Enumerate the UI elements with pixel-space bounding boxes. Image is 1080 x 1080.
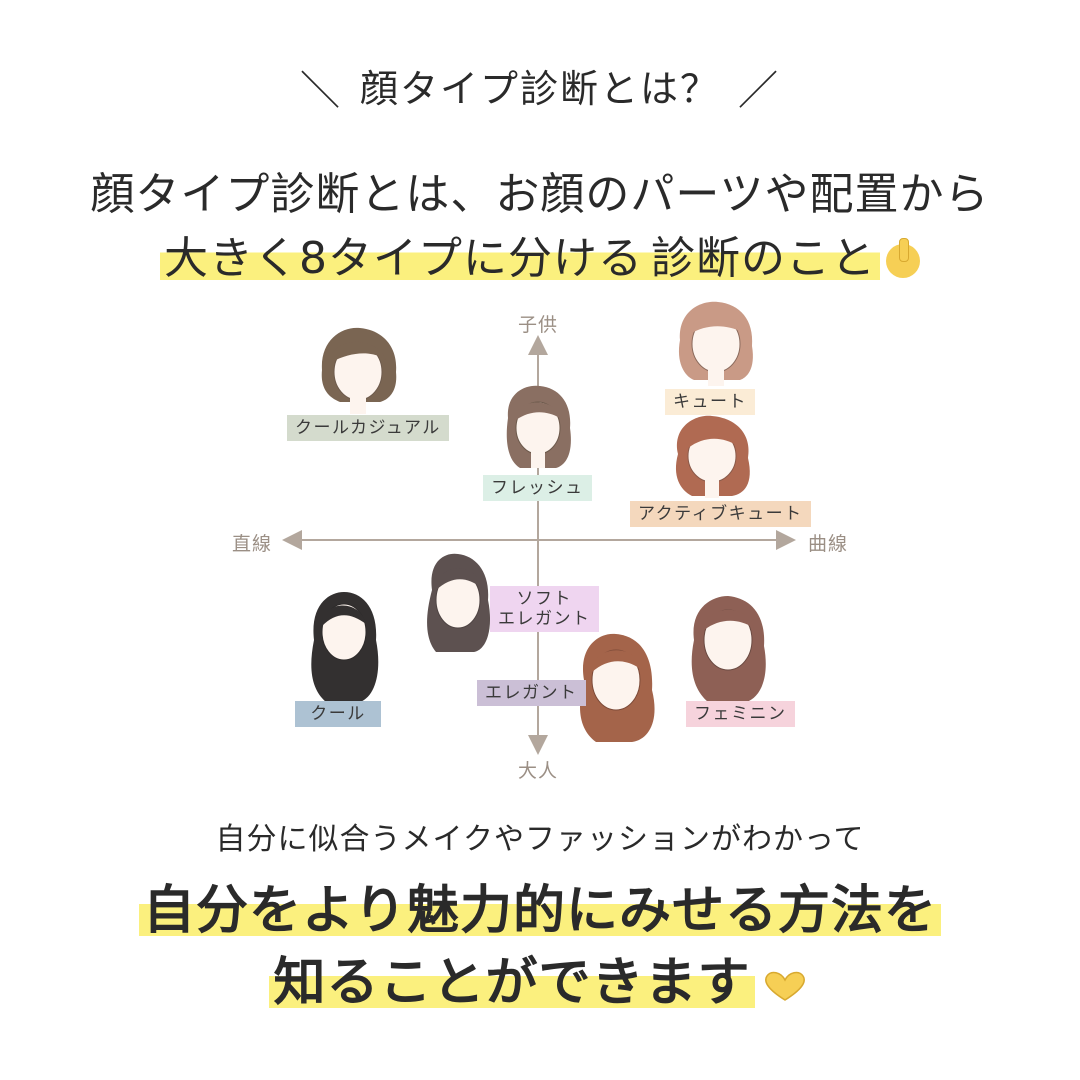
cute-face-illustration [678, 301, 753, 386]
outro-line-1: 自分をより魅力的にみせる方法を [0, 868, 1080, 943]
right-slash: ／ [738, 68, 780, 114]
outro-line-2-text: 知ることができます [269, 953, 755, 1013]
outro-line-2: 知ることができます [0, 940, 1080, 1015]
intro-line-1: 顔タイプ診断とは、お顔のパーツや配置から [90, 169, 990, 220]
soft-elegant-line2: エレガント [498, 609, 591, 629]
cool-casual-face-illustration [321, 327, 397, 414]
axis-label-straight: 直線 [232, 533, 273, 555]
intro-highlight: 大きく8タイプに分ける [160, 233, 647, 284]
cool-face-illustration [311, 592, 379, 702]
axis-label-curve: 曲線 [808, 533, 849, 555]
type-tag-feminine: フェミニン [686, 701, 795, 727]
intro-rest: 診断のこと [647, 233, 880, 284]
type-tag-elegant: エレガント [477, 680, 586, 706]
active-cute-face-illustration [675, 415, 750, 498]
type-tag-active-cute: アクティブキュート [630, 501, 811, 527]
soft-elegant-line1: ソフト [516, 589, 572, 609]
axis-label-child: 子供 [518, 314, 559, 336]
intro-line-2: 大きく8タイプに分ける診断のこと [0, 222, 1080, 286]
heart-hands-emoji-icon [764, 971, 805, 1001]
outro-subtitle: 自分に似合うメイクやファッションがわかって [215, 822, 865, 857]
section-heading: ＼ 顔タイプ診断とは？ ／ [0, 56, 1080, 114]
type-tag-cool: クール [295, 701, 381, 727]
left-slash: ＼ [299, 68, 342, 114]
axis-label-adult: 大人 [518, 760, 559, 782]
heading-title: 顔タイプ診断とは？ [359, 67, 720, 111]
type-tag-soft-elegant: ソフト エレガント [490, 586, 599, 632]
pointing-up-emoji-icon [886, 238, 920, 278]
type-tag-cute: キュート [665, 389, 755, 415]
fresh-face-illustration [506, 385, 571, 468]
type-tag-fresh: フレッシュ [483, 475, 592, 501]
elegant-face-illustration [580, 633, 655, 742]
feminine-face-illustration [691, 596, 766, 702]
outro-line-1-text: 自分をより魅力的にみせる方法を [139, 881, 941, 941]
soft-elegant-face-illustration [427, 553, 491, 652]
type-tag-cool-casual: クールカジュアル [287, 415, 449, 441]
